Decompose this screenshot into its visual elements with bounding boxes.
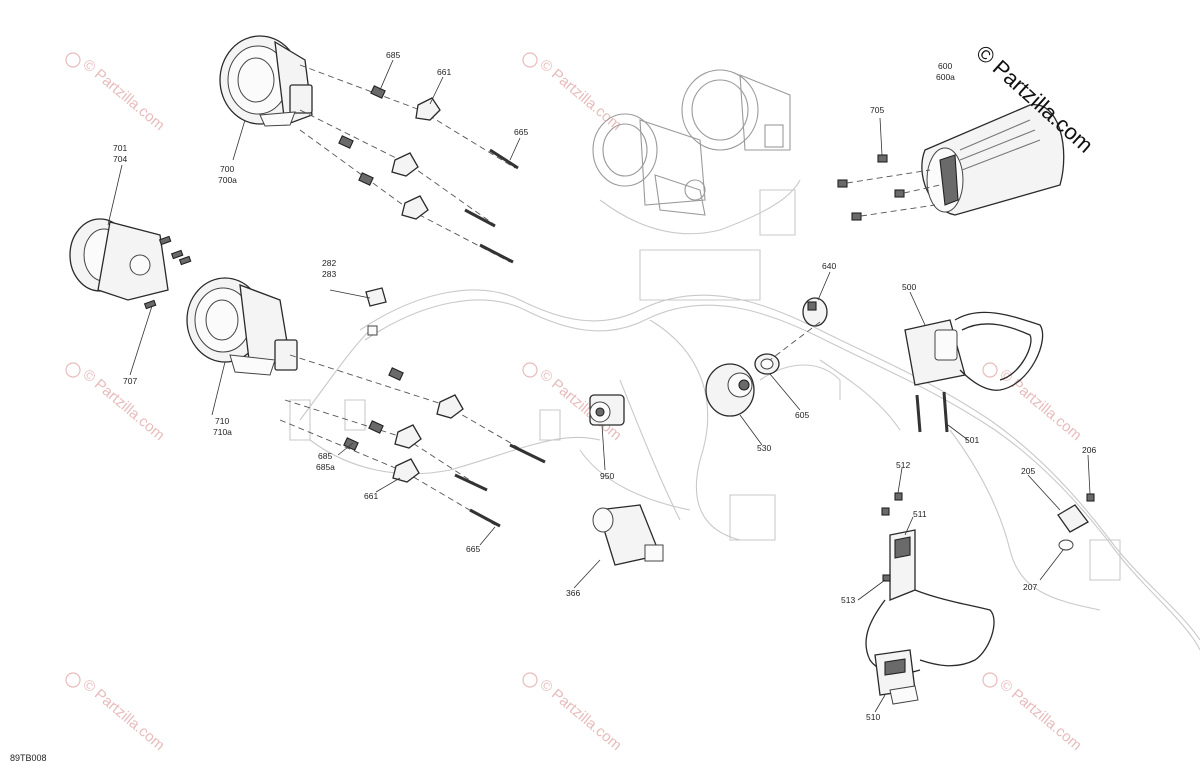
screws-705 (837, 154, 941, 221)
callout-600a: 600a (936, 72, 955, 82)
watermark: © Partzilla.com (65, 52, 168, 134)
headlight-710[interactable] (186, 277, 298, 376)
callout-366: 366 (566, 588, 580, 598)
screws-left (143, 235, 192, 310)
callout-207: 207 (1023, 582, 1037, 592)
callout-700: 700 (220, 164, 234, 174)
svg-text:© Partzilla.com: © Partzilla.com (79, 56, 167, 134)
callout-501: 501 (965, 435, 979, 445)
callout-labels: 685 661 665 700 700a 701 704 707 282 283… (113, 50, 1096, 722)
diagram-code: 89TB008 (10, 753, 47, 763)
callout-685a: 685a (316, 462, 335, 472)
leader-lines (107, 59, 1091, 713)
watermark: © Partzilla.com (65, 672, 168, 754)
watermark: © Partzilla.com (65, 362, 168, 444)
callout-500: 500 (902, 282, 916, 292)
callout-283: 283 (322, 269, 336, 279)
callout-206: 206 (1082, 445, 1096, 455)
svg-text:© Partzilla.com: © Partzilla.com (536, 676, 624, 754)
callout-701: 701 (113, 143, 127, 153)
callout-600: 600 (938, 61, 952, 71)
callout-707: 707 (123, 376, 137, 386)
sensor-640[interactable] (769, 297, 828, 361)
adjuster-parts-bottom (343, 287, 546, 528)
headlight-bezel-701[interactable] (69, 218, 169, 301)
callout-705: 705 (870, 105, 884, 115)
nut-605 (754, 353, 780, 375)
callout-950: 950 (600, 471, 614, 481)
callout-513: 513 (841, 595, 855, 605)
bracket-511[interactable] (865, 529, 995, 674)
watermark: © Partzilla.com (522, 672, 625, 754)
switch-500[interactable] (904, 311, 1044, 433)
module-366[interactable] (592, 504, 664, 566)
callout-704: 704 (113, 154, 127, 164)
callout-665: 665 (514, 127, 528, 137)
svg-text:© Partzilla.com: © Partzilla.com (79, 676, 167, 754)
callout-511: 511 (913, 509, 927, 519)
clip-205[interactable] (1057, 493, 1095, 551)
ghost-headlight-upper (681, 69, 791, 151)
callout-700a: 700a (218, 175, 237, 185)
ignition-switch-950[interactable] (589, 394, 625, 426)
callout-512: 512 (896, 460, 910, 470)
callout-710: 710 (215, 416, 229, 426)
svg-text:© Partzilla.com: © Partzilla.com (536, 56, 624, 134)
headlight-700[interactable] (219, 35, 313, 127)
ghost-harness (289, 179, 1200, 651)
small-fasteners-512 (881, 492, 903, 582)
callout-205: 205 (1021, 466, 1035, 476)
callout-530: 530 (757, 443, 771, 453)
callout-661: 661 (364, 491, 378, 501)
plug-510[interactable] (874, 649, 919, 705)
svg-text:© Partzilla.com: © Partzilla.com (996, 676, 1084, 754)
socket-530[interactable] (705, 363, 755, 417)
callout-282: 282 (322, 258, 336, 268)
callout-605: 605 (795, 410, 809, 420)
watermark: © Partzilla.com (522, 52, 625, 134)
ghost-headlight-lower (592, 113, 706, 216)
callout-661: 661 (437, 67, 451, 77)
callout-510: 510 (866, 712, 880, 722)
adjuster-parts-top (338, 85, 519, 264)
callout-685: 685 (318, 451, 332, 461)
watermark: © Partzilla.com (982, 672, 1085, 754)
callout-665: 665 (466, 544, 480, 554)
alignment-lines-bottom (279, 354, 541, 526)
cover-600[interactable] (921, 104, 1065, 216)
callout-710a: 710a (213, 427, 232, 437)
svg-text:© Partzilla.com: © Partzilla.com (996, 366, 1084, 444)
callout-685: 685 (386, 50, 400, 60)
callout-640: 640 (822, 261, 836, 271)
